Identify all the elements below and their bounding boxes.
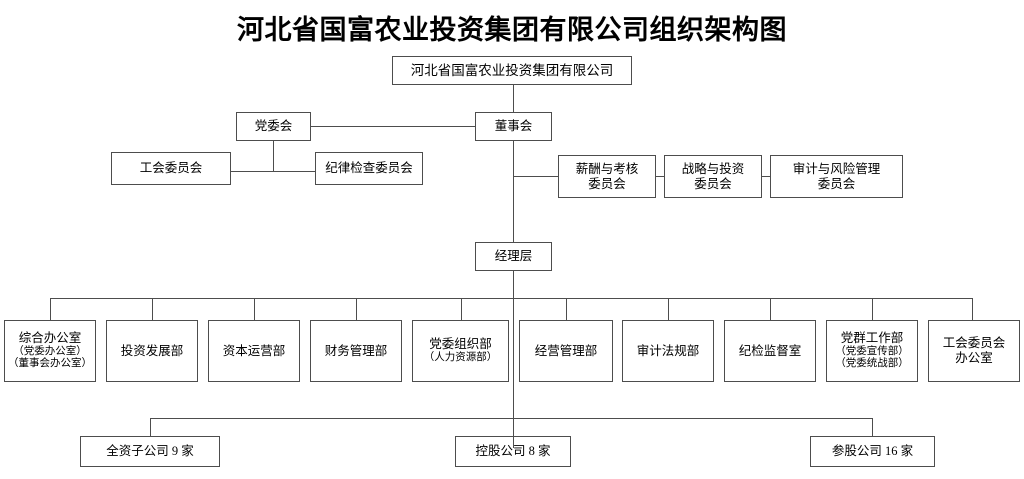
department-2[interactable]: 资本运营部 xyxy=(208,320,300,382)
node-discipline-committee[interactable]: 纪律检查委员会 xyxy=(315,152,423,185)
committee-1-line1: 战略与投资 xyxy=(681,161,745,176)
node-discipline-committee-label: 纪律检查委员会 xyxy=(325,161,413,176)
connector-committee-1-2 xyxy=(762,176,770,177)
subsidiary-drop-0 xyxy=(150,418,151,436)
subsidiary-0[interactable]: 全资子公司 9 家 xyxy=(80,436,220,467)
connector-party-bus xyxy=(231,171,315,172)
department-0-line3: （董事会办公室） xyxy=(8,358,92,370)
department-2-line1: 资本运营部 xyxy=(222,343,286,358)
department-4-line1: 党委组织部 xyxy=(429,337,492,352)
node-management-label: 经理层 xyxy=(494,249,533,264)
connector-committee-0-1 xyxy=(656,176,664,177)
department-drop-7 xyxy=(770,298,771,320)
node-management[interactable]: 经理层 xyxy=(475,242,552,271)
node-party-committee[interactable]: 党委会 xyxy=(236,112,311,141)
department-8[interactable]: 党群工作部 （党委宣传部） （党委统战部） xyxy=(826,320,918,382)
node-company-label: 河北省国富农业投资集团有限公司 xyxy=(410,62,614,78)
department-1-line1: 投资发展部 xyxy=(120,343,184,358)
department-9[interactable]: 工会委员会 办公室 xyxy=(928,320,1020,382)
department-0-line2: （党委办公室） xyxy=(13,346,87,357)
committee-0-line2: 委员会 xyxy=(588,176,626,191)
committee-0[interactable]: 薪酬与考核 委员会 xyxy=(558,155,656,198)
department-0-line1: 综合办公室 xyxy=(18,331,82,346)
department-3-line1: 财务管理部 xyxy=(324,343,388,358)
subsidiary-2[interactable]: 参股公司 16 家 xyxy=(810,436,935,467)
department-drop-8 xyxy=(872,298,873,320)
node-union-committee[interactable]: 工会委员会 xyxy=(111,152,231,185)
subsidiary-drop-2 xyxy=(872,418,873,436)
committee-2[interactable]: 审计与风险管理 委员会 xyxy=(770,155,903,198)
department-drop-0 xyxy=(50,298,51,320)
subsidiary-1-label: 控股公司 8 家 xyxy=(475,444,551,459)
department-drop-5 xyxy=(566,298,567,320)
department-8-line3: （党委统战部） xyxy=(835,358,909,370)
department-drop-6 xyxy=(668,298,669,320)
department-9-line1: 工会委员会 xyxy=(942,336,1006,351)
department-5-line1: 经营管理部 xyxy=(534,343,598,358)
department-0[interactable]: 综合办公室 （党委办公室） （董事会办公室） xyxy=(4,320,96,382)
node-union-committee-label: 工会委员会 xyxy=(139,161,203,176)
committee-1-line2: 委员会 xyxy=(694,176,732,191)
committee-2-line2: 委员会 xyxy=(817,176,856,191)
department-8-line2: （党委宣传部） xyxy=(835,346,909,357)
department-4-line2: （人力资源部） xyxy=(423,352,498,364)
department-drop-3 xyxy=(356,298,357,320)
subsidiary-0-label: 全资子公司 9 家 xyxy=(106,444,194,459)
committee-0-line1: 薪酬与考核 xyxy=(575,161,639,176)
department-9-line2: 办公室 xyxy=(955,351,993,365)
node-party-committee-label: 党委会 xyxy=(254,119,293,134)
connector-party-down xyxy=(273,141,274,171)
department-drop-9 xyxy=(972,298,973,320)
department-7-line1: 纪检监督室 xyxy=(738,343,802,358)
page-title: 河北省国富农业投资集团有限公司组织架构图 xyxy=(237,15,787,45)
subsidiary-2-label: 参股公司 16 家 xyxy=(831,444,914,459)
department-5[interactable]: 经营管理部 xyxy=(519,320,613,382)
department-1[interactable]: 投资发展部 xyxy=(106,320,198,382)
department-3[interactable]: 财务管理部 xyxy=(310,320,402,382)
committee-2-line1: 审计与风险管理 xyxy=(792,161,881,176)
department-6-line1: 审计法规部 xyxy=(636,343,700,358)
node-company[interactable]: 河北省国富农业投资集团有限公司 xyxy=(392,56,632,85)
department-7[interactable]: 纪检监督室 xyxy=(724,320,816,382)
connector-management-down xyxy=(513,271,514,298)
department-bus xyxy=(50,298,972,299)
department-drop-1 xyxy=(152,298,153,320)
department-6[interactable]: 审计法规部 xyxy=(622,320,714,382)
subsidiary-bus xyxy=(150,418,872,419)
department-8-line1: 党群工作部 xyxy=(840,331,904,346)
connector-board-trunk xyxy=(513,141,514,245)
connector-party-board xyxy=(311,126,475,127)
department-drop-2 xyxy=(254,298,255,320)
connector-board-committees xyxy=(513,176,558,177)
department-drop-4 xyxy=(461,298,462,320)
connector-trunk-subsidiaries xyxy=(513,298,514,448)
committee-1[interactable]: 战略与投资 委员会 xyxy=(664,155,762,198)
node-board-label: 董事会 xyxy=(494,119,533,134)
connector-company-board xyxy=(513,85,514,112)
department-4[interactable]: 党委组织部 （人力资源部） xyxy=(412,320,509,382)
node-board[interactable]: 董事会 xyxy=(475,112,552,141)
